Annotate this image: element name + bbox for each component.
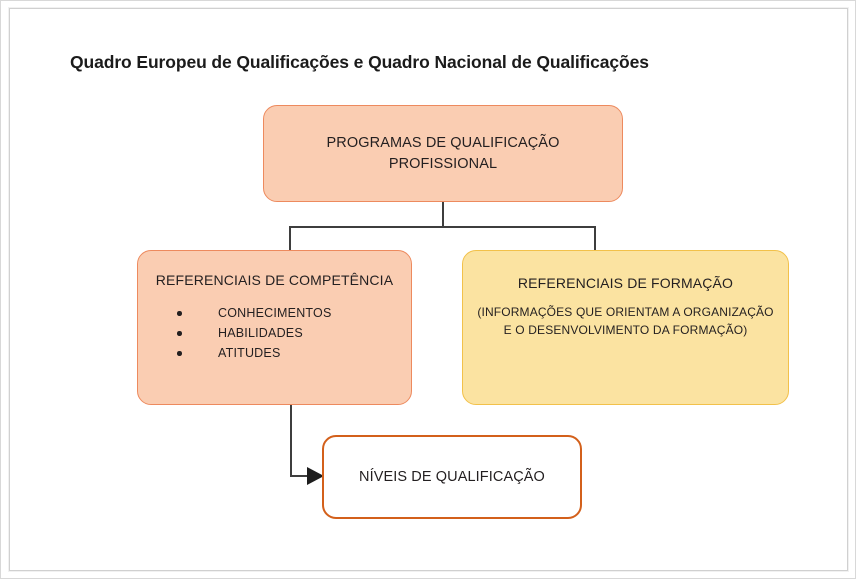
bullet-icon — [177, 351, 182, 356]
list-item-label: CONHECIMENTOS — [218, 306, 332, 320]
list-item-label: ATITUDES — [218, 346, 281, 360]
node-referenciais-formacao: REFERENCIAIS DE FORMAÇÃO (INFORMAÇÕES QU… — [462, 250, 789, 405]
connector-competencia-to-niveis-vertical — [290, 405, 292, 477]
list-item-label: HABILIDADES — [218, 326, 303, 340]
node-niveis-label: NÍVEIS DE QUALIFICAÇÃO — [359, 469, 545, 485]
diagram-canvas: Quadro Europeu de Qualificações e Quadro… — [9, 8, 848, 571]
node-formacao-sublabel: (INFORMAÇÕES QUE ORIENTAM A ORGANIZAÇÃO … — [477, 305, 774, 337]
node-referenciais-competencia: REFERENCIAIS DE COMPETÊNCIA CONHECIMENTO… — [137, 250, 412, 405]
competencia-bullet-list: CONHECIMENTOS HABILIDADES ATITUDES — [148, 303, 401, 363]
list-item: CONHECIMENTOS — [148, 303, 401, 323]
connector-drop-to-competencia — [289, 226, 291, 251]
node-programas-qualificacao: PROGRAMAS DE QUALIFICAÇÃO PROFISSIONAL — [263, 105, 623, 202]
bullet-icon — [177, 331, 182, 336]
connector-drop-to-formacao — [594, 226, 596, 251]
bullet-icon — [177, 311, 182, 316]
list-item: HABILIDADES — [148, 323, 401, 343]
node-niveis-qualificacao: NÍVEIS DE QUALIFICAÇÃO — [322, 435, 582, 519]
connector-competencia-to-niveis-horizontal — [290, 475, 310, 477]
connector-stem-programas — [442, 202, 444, 227]
arrowhead-icon — [307, 467, 324, 485]
connector-horizontal-bar — [289, 226, 596, 228]
node-formacao-label: REFERENCIAIS DE FORMAÇÃO — [517, 275, 734, 291]
node-competencia-label: REFERENCIAIS DE COMPETÊNCIA — [155, 272, 394, 288]
list-item: ATITUDES — [148, 343, 401, 363]
node-programas-label: PROGRAMAS DE QUALIFICAÇÃO PROFISSIONAL — [326, 134, 560, 172]
page-title: Quadro Europeu de Qualificações e Quadro… — [70, 52, 649, 72]
